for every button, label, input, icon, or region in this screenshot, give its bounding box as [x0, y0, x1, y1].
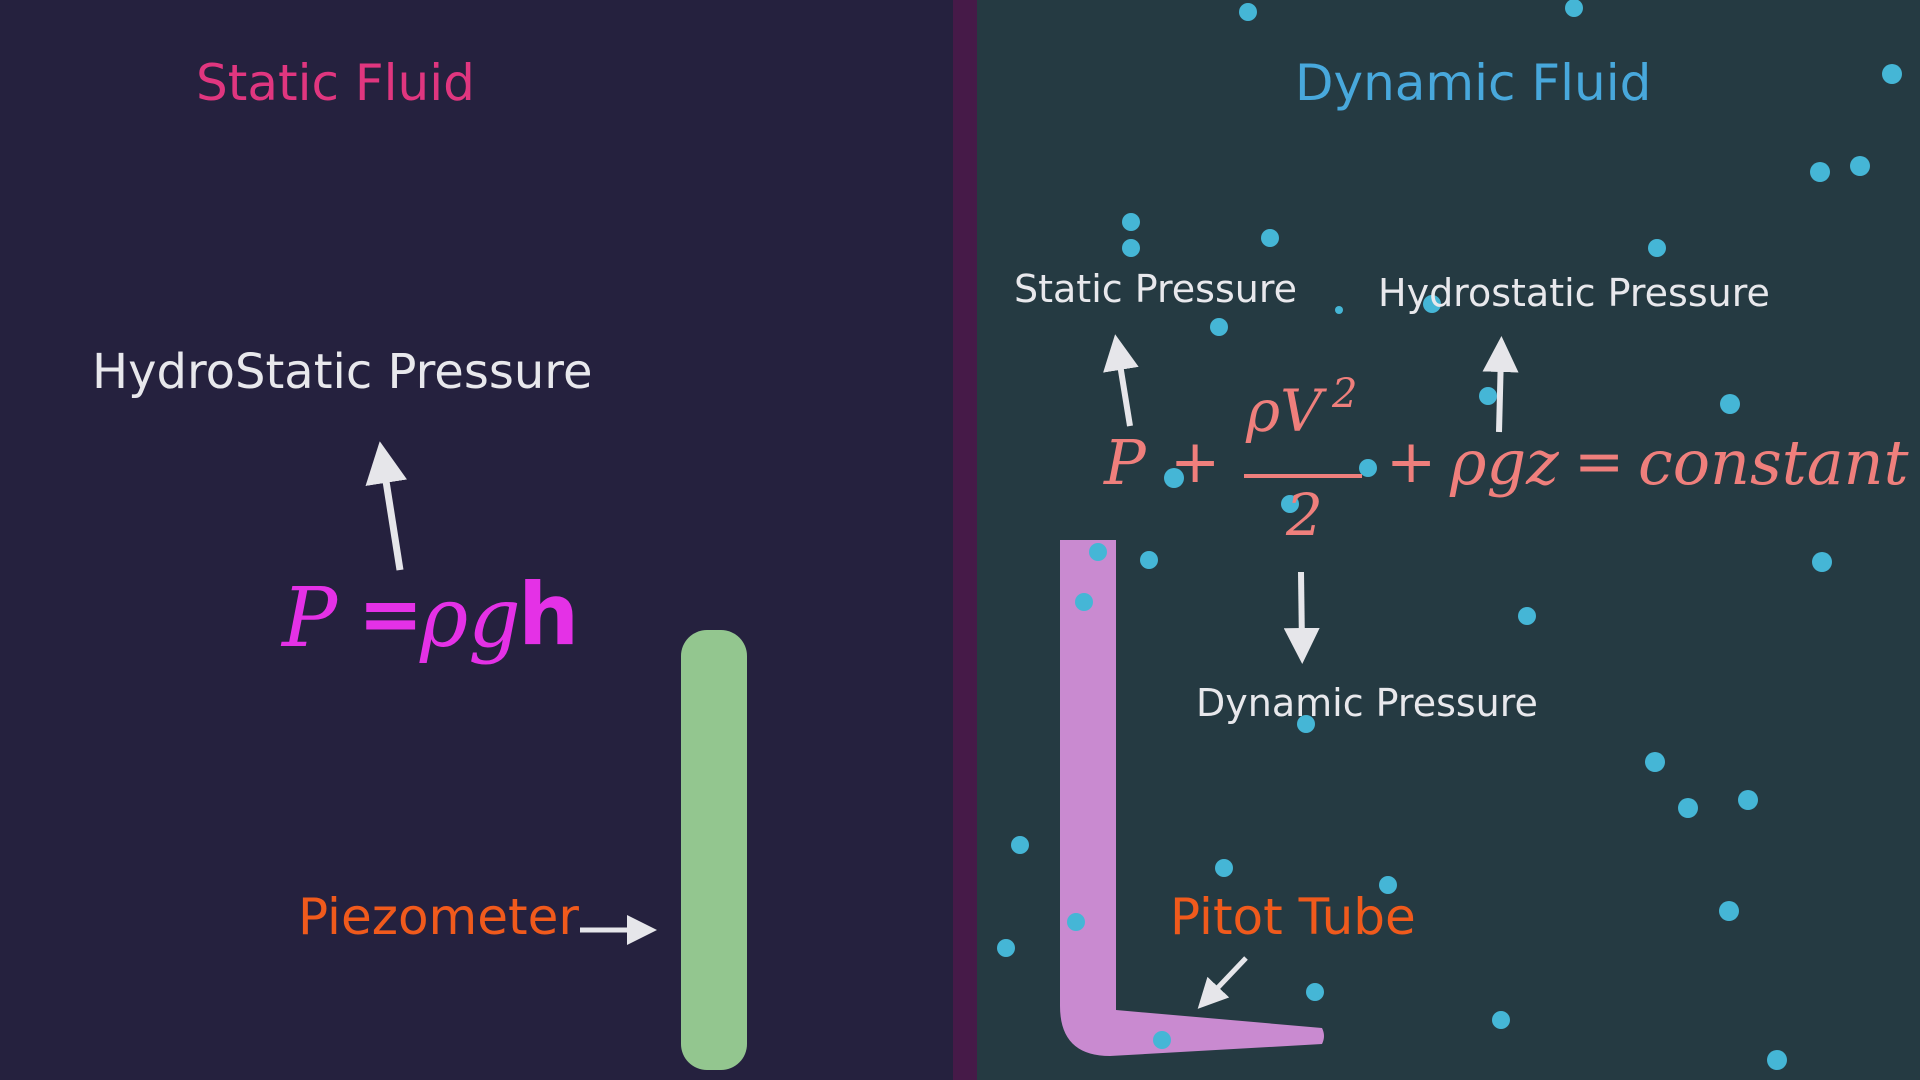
eq-denominator: 2 — [1286, 481, 1323, 549]
eq-symbol-equals: = — [1574, 427, 1625, 497]
eq-constant: constant — [1638, 426, 1909, 499]
particle — [1678, 798, 1698, 818]
dynamic-fluid-title: Dynamic Fluid — [1295, 54, 1652, 112]
particle — [1810, 162, 1830, 182]
particle — [1882, 64, 1902, 84]
particle — [1423, 295, 1441, 313]
particle — [1359, 459, 1377, 477]
particle — [1140, 551, 1158, 569]
particle — [1011, 836, 1029, 854]
hydrostatic-pressure-label: HydroStatic Pressure — [92, 344, 593, 400]
particle — [1075, 593, 1093, 611]
piezometer-label: Piezometer — [298, 888, 579, 946]
particle — [1239, 3, 1257, 21]
particle — [1089, 543, 1107, 561]
panel-divider — [953, 0, 977, 1080]
eq-symbol-p: P — [1104, 426, 1146, 499]
particle — [1215, 859, 1233, 877]
arrow-pitot-label-to-tube — [1197, 956, 1248, 1009]
particle — [1720, 394, 1740, 414]
particle — [1122, 213, 1140, 231]
fluid-particles — [997, 0, 1902, 1070]
particle — [1850, 156, 1870, 176]
arrow-to-dynamic-pressure-label — [1283, 571, 1320, 664]
pitot-tube-label: Pitot Tube — [1170, 888, 1416, 946]
particle — [997, 939, 1015, 957]
particle — [1492, 1011, 1510, 1029]
eq-symbol-h: h — [518, 565, 580, 665]
dynamic-pressure-label: Dynamic Pressure — [1196, 681, 1538, 725]
particle — [1122, 239, 1140, 257]
particle — [1379, 876, 1397, 894]
particle — [1306, 983, 1324, 1001]
eq-symbol-equals: = — [358, 570, 424, 660]
pitot-tube — [1060, 540, 1324, 1056]
arrow-equation-to-hydrostatic-label — [365, 441, 408, 571]
eq-symbol-rho-g-z: ρgz — [1450, 426, 1559, 499]
arrow-to-static-pressure-label — [1103, 334, 1139, 427]
particle — [1067, 913, 1085, 931]
dynamic-fluid-panel — [977, 0, 1920, 1080]
eq-symbol-rho-g: ρg — [420, 571, 521, 666]
particle — [1479, 387, 1497, 405]
hydrostatic-pressure-label-right: Hydrostatic Pressure — [1378, 271, 1770, 315]
eq-symbol-p: P — [282, 571, 338, 666]
particle — [1648, 239, 1666, 257]
static-pressure-label: Static Pressure — [1014, 267, 1297, 311]
particle — [1335, 306, 1343, 314]
particle — [1645, 752, 1665, 772]
static-fluid-panel — [0, 0, 953, 1080]
particle — [1164, 468, 1184, 488]
particle — [1281, 495, 1299, 513]
particle — [1812, 552, 1832, 572]
piezometer-tube — [681, 630, 747, 1070]
eq-exponent: 2 — [1332, 371, 1358, 417]
eq-symbol-plus: + — [1170, 427, 1221, 497]
particle — [1297, 715, 1315, 733]
eq-numerator-rho-v: ρV — [1246, 377, 1322, 445]
static-fluid-title: Static Fluid — [196, 54, 475, 112]
eq-symbol-plus: + — [1386, 427, 1437, 497]
particle — [1767, 1050, 1787, 1070]
particle — [1210, 318, 1228, 336]
particle — [1518, 607, 1536, 625]
particle — [1738, 790, 1758, 810]
particle — [1261, 229, 1279, 247]
particle — [1153, 1031, 1171, 1049]
arrow-to-hydrostatic-pressure-label — [1482, 336, 1519, 433]
particle — [1565, 0, 1583, 17]
particle — [1719, 901, 1739, 921]
